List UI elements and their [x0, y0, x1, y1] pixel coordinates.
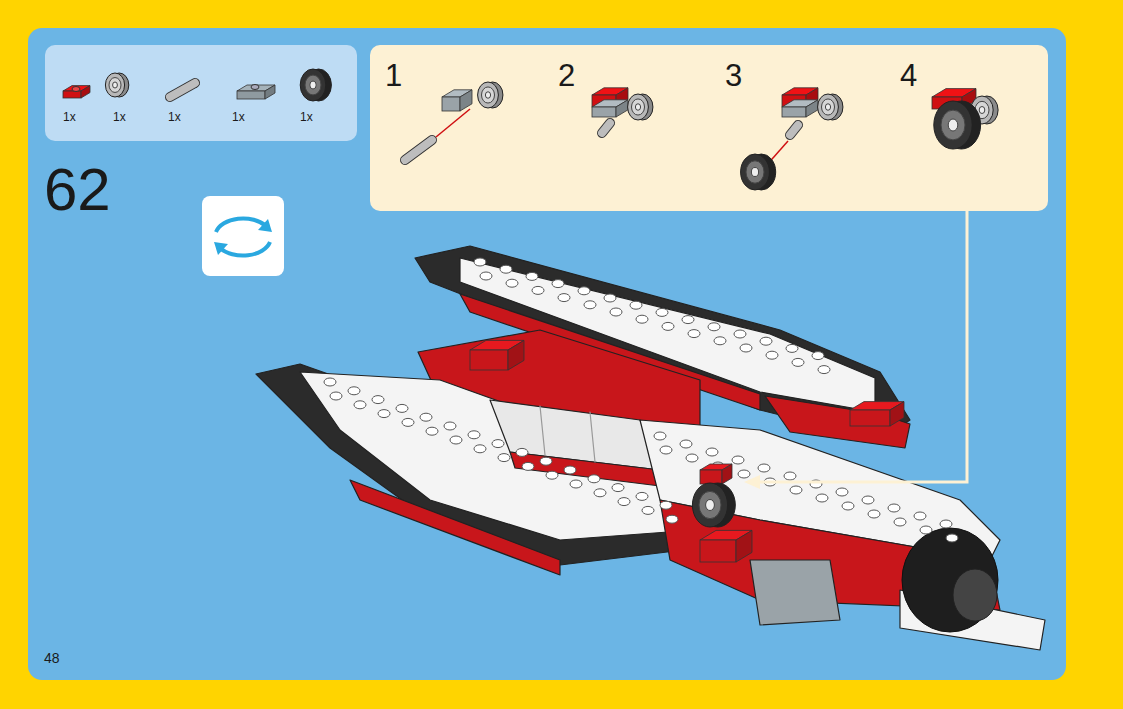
- substep-panel: 1 2 3 4: [370, 45, 1048, 211]
- part-count: 1x: [300, 111, 313, 123]
- spaceship-model: [256, 246, 1045, 650]
- substep-number: 2: [558, 60, 575, 91]
- part-count: 1x: [168, 111, 181, 123]
- part-count: 1x: [63, 111, 76, 123]
- parts-list-panel: 1x 1x 1x 1x 1x: [45, 45, 357, 141]
- substep-icons: [370, 45, 1048, 211]
- part-icons: [45, 45, 357, 141]
- rotate-icon: [202, 196, 284, 276]
- substep-number: 4: [900, 60, 917, 91]
- callout-leader: [744, 211, 967, 489]
- step-number: 62: [44, 160, 111, 220]
- step-panel: [28, 28, 1066, 680]
- page-number: 48: [44, 651, 60, 665]
- part-count: 1x: [232, 111, 245, 123]
- substep-number: 3: [725, 60, 742, 91]
- part-count: 1x: [113, 111, 126, 123]
- substep-number: 1: [385, 60, 402, 91]
